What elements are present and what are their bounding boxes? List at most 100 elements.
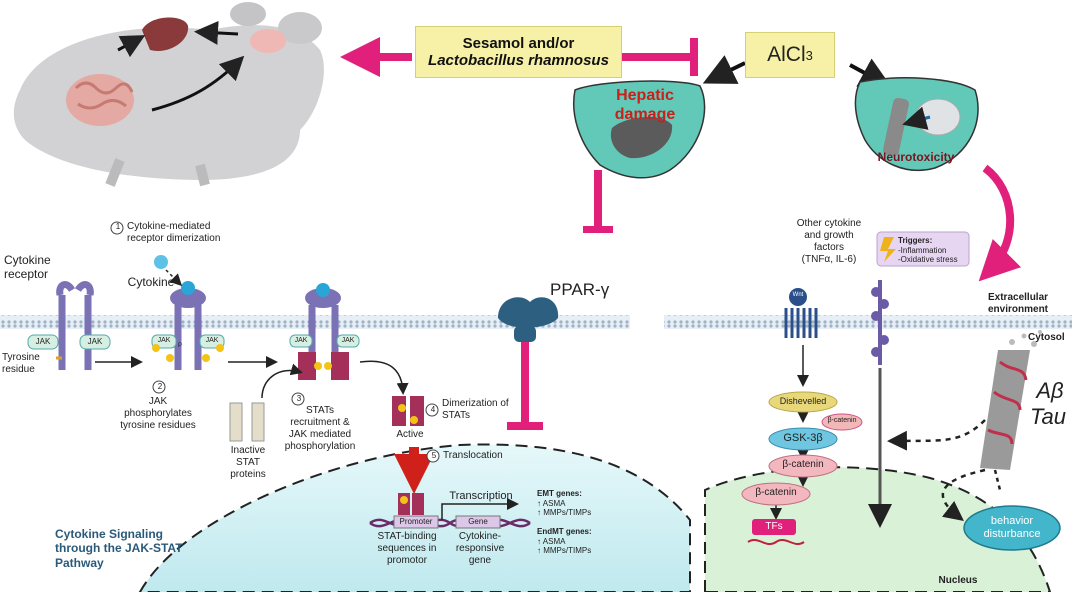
tfs-node: [752, 519, 796, 535]
inactive-line3: proteins: [230, 469, 266, 480]
treatment-line1: Sesamol and/or: [462, 35, 575, 52]
toxin-label: AlCl: [767, 43, 806, 66]
inhibition-toxin-treatment: [622, 38, 698, 76]
cytokine-gene-line3: gene: [468, 555, 492, 566]
promoter-label: Promoter: [399, 517, 433, 526]
fibril-to-behavior-arrow: [941, 468, 986, 522]
cytokine-receptor-line1: Cytokine: [4, 253, 51, 267]
triggers-label: Triggers: -Inflammation -Oxidative stres…: [898, 236, 968, 265]
toxin-to-hepatic-arrow: [702, 55, 746, 84]
step5-num: 5: [431, 451, 437, 460]
step-number-circles: [110, 221, 440, 463]
inactive-line2: STAT: [235, 457, 261, 468]
endmt-genes: EndMT genes: ↑ ASMA ↑ MMPs/TIMPs: [537, 527, 617, 556]
neurotoxicity-blob: [854, 77, 979, 172]
extracellular-line2: environment: [988, 304, 1049, 315]
bcat-node-2: [741, 482, 811, 506]
triggers-item1: -Inflammation: [898, 245, 947, 255]
frizzled-receptor: [784, 288, 818, 387]
cytokine-gene-label: Cytokine- responsive gene: [450, 531, 510, 567]
amyloid-tau-fibril: [980, 330, 1042, 470]
step1-line2: receptor dimerization: [127, 233, 221, 244]
endmt-title: EndMT genes:: [537, 527, 592, 536]
emt-item1: ↑ ASMA: [537, 498, 566, 508]
tyrosine-line1: Tyrosine: [2, 352, 40, 363]
step1-num: 1: [115, 222, 121, 231]
fibril-to-gsk-arrow: [887, 419, 986, 451]
tfs-label: TFs: [765, 521, 783, 532]
receptor-pair-unbound: [27, 281, 111, 370]
other-cytokine-line1: Other cytokine: [796, 218, 862, 229]
cytokine-receptor-label: Cytokine receptor: [4, 253, 64, 282]
bcat2-label: β-catenin: [755, 487, 797, 498]
jak-label-2: JAK: [87, 337, 103, 346]
step-arrow-3: [359, 360, 409, 395]
ppar-inhibition-bar: [507, 422, 543, 430]
caption-line3: Pathway: [55, 555, 104, 570]
gsk-node: [768, 427, 838, 451]
other-cytokine-label: Other cytokine and growth factors (TNFα,…: [784, 218, 874, 266]
inactive-stat-proteins: [229, 363, 303, 442]
transcription-label: Transcription: [449, 490, 513, 502]
other-cytokine-line4: (TNFα, IL-6): [801, 254, 857, 265]
wnt-label: Wnt: [792, 292, 804, 298]
step4-num: 4: [430, 405, 436, 414]
triggers-box: [876, 231, 970, 267]
active-label: Active: [396, 429, 424, 440]
jak-label-1: JAK: [35, 337, 51, 346]
hepatic-line2: damage: [614, 106, 676, 124]
step3-label: STATs recruitment & JAK mediated phospho…: [275, 405, 365, 453]
extracellular-line1: Extracellular: [988, 292, 1049, 303]
gene-label: Gene: [468, 517, 488, 526]
step4-line2: STATs: [442, 410, 470, 421]
dishevelled-node: [768, 391, 838, 413]
inactive-line1: Inactive: [230, 445, 266, 456]
ppar-receptor: [498, 297, 559, 342]
neurotoxicity-label: Neurotoxicity: [877, 150, 955, 164]
emt-title: EMT genes:: [537, 489, 582, 498]
receptor-pair-cytokine: [151, 255, 225, 370]
triggers-item2: -Oxidative stress: [898, 255, 958, 265]
triggers-title: Triggers:: [898, 236, 933, 245]
endmt-item1: ↑ ASMA: [537, 536, 566, 546]
cytosol-label: Cytosol: [1028, 332, 1065, 343]
step3-line3: JAK mediated: [288, 429, 352, 440]
toxin-subscript: 3: [805, 47, 813, 63]
behavior-line2: disturbance: [983, 528, 1041, 541]
step2-line1: JAK: [148, 396, 168, 407]
cytokine-receptor-line2: receptor: [4, 267, 49, 282]
hepatic-line1: Hepatic: [616, 87, 674, 104]
step2-label: JAK phosphorylates tyrosine residues: [108, 396, 208, 432]
step1-line1: Cytokine-mediated: [127, 221, 211, 232]
caption-line2: through the JAK-STAT: [55, 541, 183, 556]
abeta-label: Aβ: [1036, 378, 1064, 403]
behavior-label: behavior disturbance: [964, 515, 1060, 541]
emt-item2: ↑ MMPs/TIMPs: [537, 508, 592, 518]
active-stat-dimer: [392, 396, 424, 426]
mouse-illustration: [13, 2, 324, 187]
stat-binding-line3: promotor: [386, 555, 427, 566]
jak-stat-caption: Cytokine Signaling through the JAK-STAT …: [55, 527, 215, 570]
other-cytokine-line2: and growth: [804, 230, 854, 241]
bcat-node-1: [768, 454, 838, 478]
behavior-line1: behavior: [990, 515, 1034, 527]
dna-strand: [369, 493, 531, 529]
step3-line1: STATs: [306, 405, 334, 416]
stat-binding-line2: sequences in: [377, 543, 437, 554]
p-marker-label: P: [177, 343, 182, 349]
lightning-icon: [880, 237, 896, 262]
hepatic-damage-blob: [573, 80, 706, 179]
fibril-stub: [993, 469, 1002, 491]
cytokine-gene-line2: responsive: [455, 543, 505, 554]
step3-line2: recruitment &: [290, 417, 350, 428]
bcat-small-label: β-catenin: [827, 417, 857, 424]
dishevelled-label: Dishevelled: [779, 396, 827, 406]
step4-label: Dimerization of STATs: [442, 398, 522, 422]
step1-label: Cytokine-mediated receptor dimerization: [127, 221, 267, 245]
step4-line1: Dimerization of: [442, 398, 509, 409]
bcat-small-node: [821, 413, 863, 431]
nucleus-label: Nucleus: [938, 575, 978, 586]
step2-line3: tyrosine residues: [120, 420, 196, 431]
